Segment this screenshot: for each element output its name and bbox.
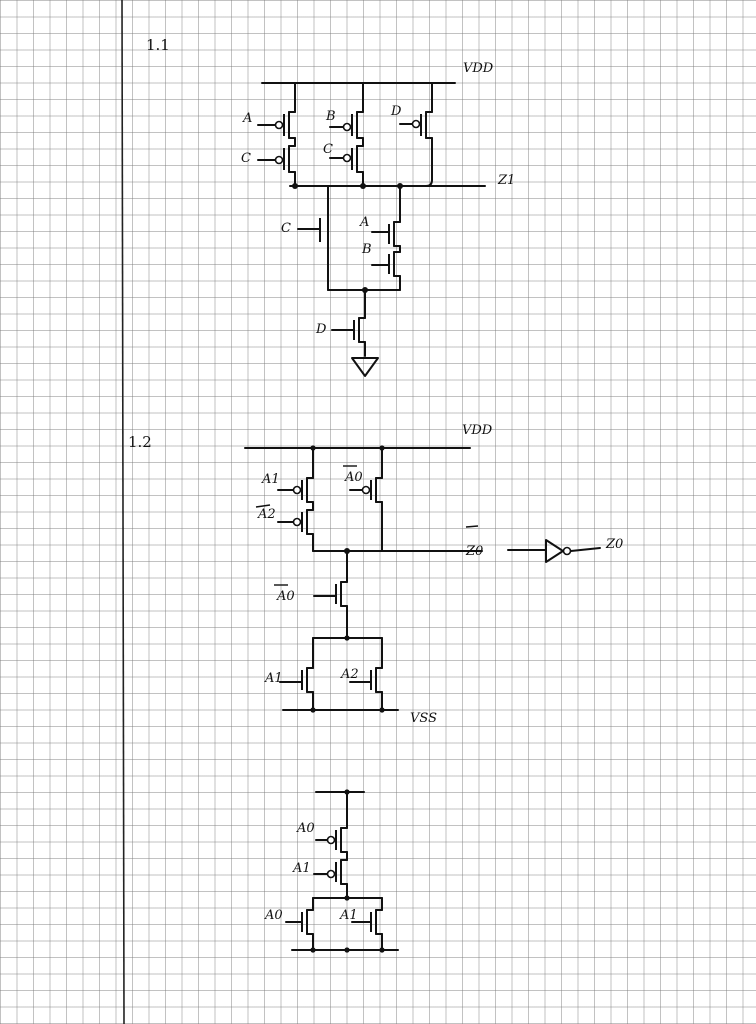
nmos-a0bar-label: A0 (276, 589, 295, 604)
nmos-a2-label: A2 (340, 667, 359, 682)
z0-bar-label: Z0 (465, 544, 483, 559)
pmos-c-left-label: C (241, 151, 251, 166)
nmos-b-label: B (361, 242, 372, 257)
vdd-label-1: VDD (463, 61, 494, 76)
vdd-label-2: VDD (462, 423, 493, 438)
z1-label: Z1 (497, 173, 515, 188)
margin-line (121, 0, 125, 1024)
pmos-d-label: D (390, 104, 402, 119)
pmos-a0bar-label: A0 (344, 470, 363, 485)
pmos-a1-label: A1 (261, 472, 280, 487)
inverter-icon (545, 539, 564, 563)
circuit-1-1: 1.1 VDD Z1 A C B (146, 36, 515, 377)
section-label-1-1: 1.1 (146, 36, 170, 54)
circuit-3: A0 A1 A0 A1 (264, 789, 399, 953)
c3-nmos-a0-label: A0 (264, 908, 283, 923)
section-label-1-2: 1.2 (128, 433, 152, 451)
pmos-c-mid-label: C (323, 142, 333, 157)
c3-nmos-a1-label: A1 (339, 908, 358, 923)
z0-label: Z0 (605, 537, 623, 552)
nmos-a-label: A (359, 215, 369, 230)
c3-pmos-a0-label: A0 (296, 821, 315, 836)
circuit-1-2: 1.2 VDD A1 A2 A0 (128, 423, 623, 726)
ground-icon (351, 357, 379, 377)
pmos-b-label: B (325, 109, 336, 124)
pmos-a2-label: A2 (257, 507, 276, 522)
nmos-c-label: C (281, 221, 291, 236)
vss-label: VSS (410, 711, 437, 726)
nmos-d-label: D (315, 322, 327, 337)
c3-pmos-a1-label: A1 (292, 861, 311, 876)
nmos-a1-label: A1 (264, 671, 283, 686)
pmos-a-label: A (242, 111, 252, 126)
